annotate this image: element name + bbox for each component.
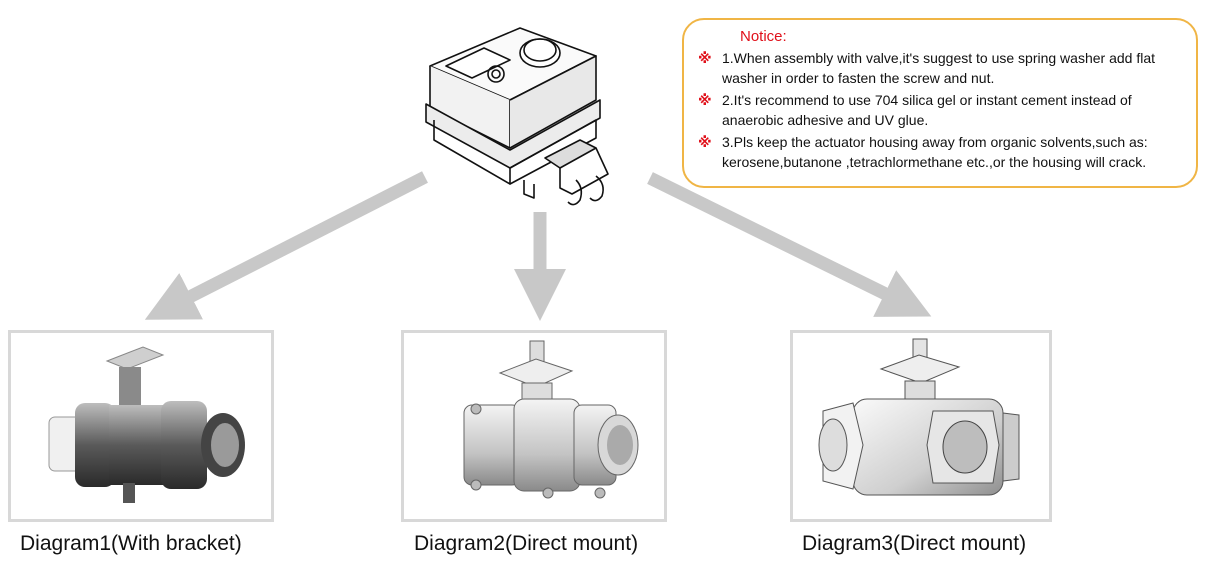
union-ball-valve-illustration [48, 346, 245, 503]
notice-item-1: ※ 1.When assembly with valve,it's sugges… [698, 49, 1184, 88]
diagram2-panel [401, 330, 667, 522]
diagram1-caption: Diagram1(With bracket) [20, 532, 242, 555]
reference-mark-icon: ※ [698, 134, 712, 150]
notice-box: Notice: ※ 1.When assembly with valve,it'… [682, 18, 1198, 188]
notice-item-2: ※ 2.It's recommend to use 704 silica gel… [698, 91, 1184, 130]
notice-item-text: 2.It's recommend to use 704 silica gel o… [722, 92, 1132, 128]
diagram3-caption: Diagram3(Direct mount) [802, 532, 1027, 555]
notice-item-3: ※ 3.Pls keep the actuator housing away f… [698, 133, 1184, 172]
notice-item-text: 1.When assembly with valve,it's suggest … [722, 50, 1155, 86]
diagram2-caption: Diagram2(Direct mount) [414, 532, 639, 555]
three-way-ball-valve-illustration [818, 338, 1020, 496]
reference-mark-icon: ※ [698, 92, 712, 108]
three-piece-ball-valve-illustration [463, 340, 639, 499]
arrow-to-diagram1 [144, 171, 428, 320]
reference-mark-icon: ※ [698, 50, 712, 66]
notice-item-text: 3.Pls keep the actuator housing away fro… [722, 134, 1148, 170]
actuator-illustration [400, 8, 640, 213]
diagram3-panel [790, 330, 1052, 522]
diagram1-panel [8, 330, 274, 522]
arrow-to-diagram3 [647, 172, 932, 317]
notice-title: Notice: [740, 28, 787, 45]
